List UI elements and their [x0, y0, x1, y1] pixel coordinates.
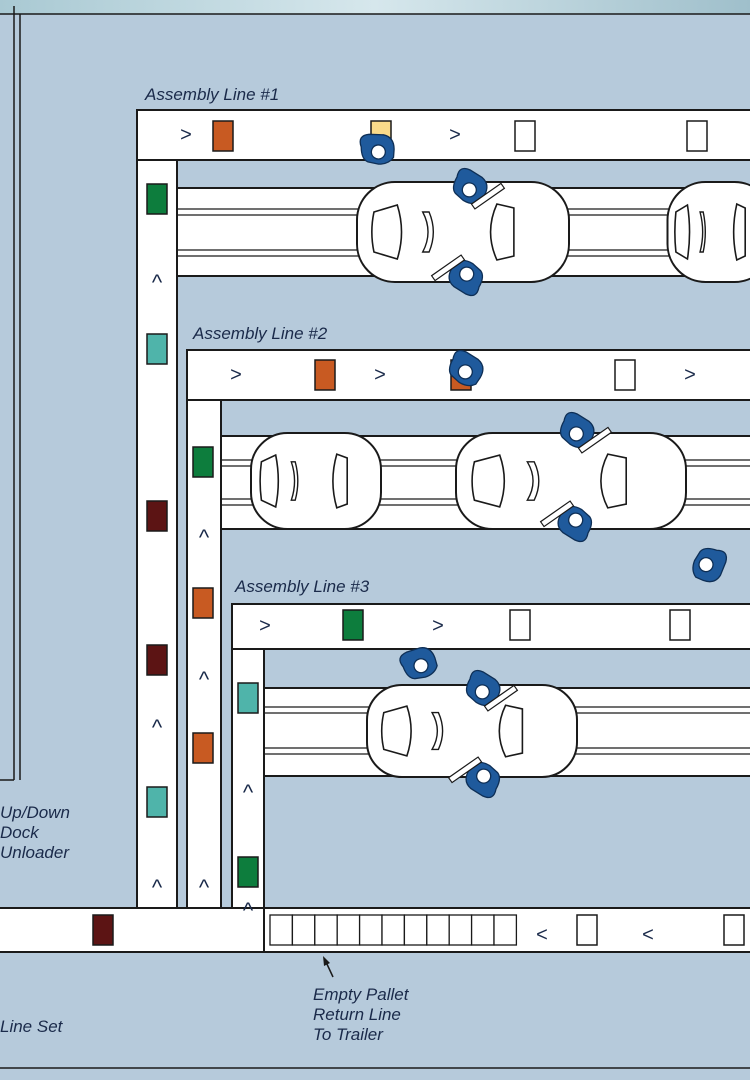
- empty-pallet: [687, 121, 707, 151]
- flow-arrow-right-icon: >: [684, 364, 696, 386]
- car-body: [668, 182, 750, 282]
- car-body: [251, 433, 381, 529]
- flow-arrow-right-icon: >: [259, 615, 271, 637]
- maroon-pallet: [147, 501, 167, 531]
- empty-pallet: [724, 915, 744, 945]
- line3-label: Assembly Line #3: [234, 577, 370, 596]
- teal-pallet: [147, 787, 167, 817]
- flow-arrow-up-icon: ^: [199, 525, 210, 550]
- empty-pallet: [577, 915, 597, 945]
- dock-feed-conveyor: [0, 908, 264, 952]
- flow-arrow-right-icon: >: [180, 124, 192, 146]
- empty-pallet: [670, 610, 690, 640]
- empty-pallet: [510, 610, 530, 640]
- empty-pallet: [315, 915, 337, 945]
- maroon-pallet: [147, 645, 167, 675]
- orange-pallet: [315, 360, 335, 390]
- empty-pallet: [494, 915, 516, 945]
- green-pallet: [147, 184, 167, 214]
- dock-label-3: Unloader: [0, 843, 70, 862]
- empty-pallet-label-2: Return Line: [313, 1005, 401, 1024]
- flow-arrow-up-icon: ^: [199, 875, 210, 900]
- flow-arrow-right-icon: >: [230, 364, 242, 386]
- flow-arrow-up-icon: ^: [243, 780, 254, 805]
- top-band: [0, 0, 750, 14]
- orange-pallet: [213, 121, 233, 151]
- orange-pallet: [193, 733, 213, 763]
- flow-arrow-right-icon: >: [449, 124, 461, 146]
- green-pallet: [238, 857, 258, 887]
- flow-arrow-right-icon: >: [432, 615, 444, 637]
- stacked-empty-pallets: [270, 915, 516, 945]
- orange-pallet: [193, 588, 213, 618]
- teal-pallet: [147, 334, 167, 364]
- green-pallet: [343, 610, 363, 640]
- line2-label: Assembly Line #2: [192, 324, 328, 343]
- empty-pallet: [427, 915, 449, 945]
- flow-arrow-up-icon: ^: [243, 898, 254, 923]
- empty-pallet: [360, 915, 382, 945]
- flow-arrow-left-icon: <: [536, 924, 548, 946]
- flow-arrow-up-icon: ^: [152, 715, 163, 740]
- line1-label: Assembly Line #1: [144, 85, 279, 104]
- empty-pallet: [472, 915, 494, 945]
- empty-pallet: [449, 915, 471, 945]
- dock-label-1: Up/Down: [0, 803, 70, 822]
- empty-pallet: [270, 915, 292, 945]
- maroon-pallet: [93, 915, 113, 945]
- empty-pallet: [292, 915, 314, 945]
- dock-label-2: Dock: [0, 823, 40, 842]
- empty-pallet-label-1: Empty Pallet: [313, 985, 410, 1004]
- flow-arrow-up-icon: ^: [199, 667, 210, 692]
- empty-pallet: [615, 360, 635, 390]
- teal-pallet: [238, 683, 258, 713]
- empty-pallet: [515, 121, 535, 151]
- empty-pallet: [404, 915, 426, 945]
- flow-arrow-right-icon: >: [374, 364, 386, 386]
- flow-arrow-up-icon: ^: [152, 875, 163, 900]
- empty-pallet-label-3: To Trailer: [313, 1025, 384, 1044]
- flow-arrow-up-icon: ^: [152, 270, 163, 295]
- flow-arrow-left-icon: <: [642, 924, 654, 946]
- empty-pallet: [382, 915, 404, 945]
- line-set-label: Line Set: [0, 1017, 64, 1036]
- empty-pallet: [337, 915, 359, 945]
- green-pallet: [193, 447, 213, 477]
